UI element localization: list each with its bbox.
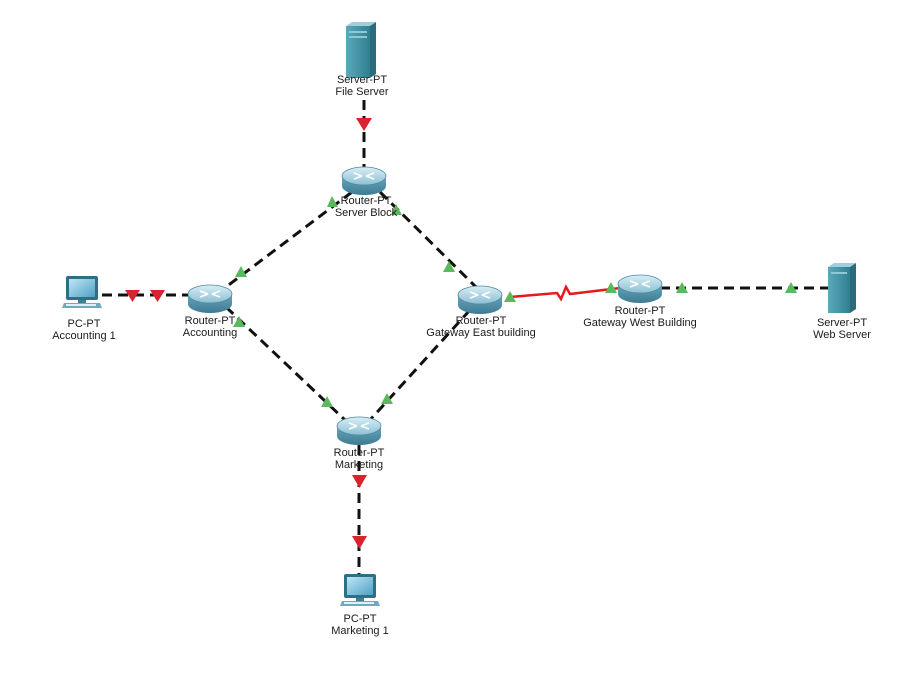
router-marketing-label: Router-PT Marketing (334, 447, 385, 471)
link-up-indicator (504, 291, 516, 302)
link-down-indicator (352, 475, 367, 488)
router-marketing-node[interactable] (336, 416, 382, 445)
router-icon (617, 274, 663, 303)
device-name: File Server (335, 86, 389, 98)
link-up-indicator (605, 282, 617, 293)
router-gateway-east-node[interactable] (457, 285, 503, 314)
router-gateway-east-label: Router-PT Gateway East building (426, 315, 535, 339)
router-gateway-west-label: Router-PT Gateway West Building (583, 305, 697, 329)
device-name: Gateway East building (426, 327, 536, 339)
router-server-block-node[interactable] (341, 166, 387, 195)
router-accounting-node[interactable] (187, 284, 233, 313)
server-icon (346, 22, 376, 78)
link-down-indicator (150, 290, 165, 302)
pc-accounting-node[interactable] (62, 276, 102, 308)
router-icon (187, 284, 233, 313)
device-type: Router-PT (614, 305, 666, 317)
pc-marketing-label: PC-PT Marketing 1 (331, 613, 388, 637)
link-up-indicator (233, 316, 245, 327)
link-serial-east-west[interactable] (509, 284, 621, 302)
links-layer (102, 100, 830, 578)
router-icon (341, 166, 387, 195)
link-down-indicator (356, 118, 372, 131)
device-type: Router-PT (455, 315, 507, 327)
link-up-indicator (381, 393, 393, 404)
device-name: Accounting 1 (52, 330, 116, 342)
router-icon (457, 285, 503, 314)
device-name: Marketing (334, 459, 384, 471)
pc-accounting-label: PC-PT Accounting 1 (52, 318, 116, 342)
link-up-indicator (321, 396, 333, 407)
web-server-label: Server-PT Web Server (813, 317, 871, 341)
link-up-indicator (235, 266, 247, 277)
link-up-indicator (676, 282, 688, 293)
device-type: Server-PT (336, 74, 388, 86)
link-up-indicator (391, 204, 402, 215)
device-type: Router-PT (184, 315, 236, 327)
device-name: Server Block (334, 207, 398, 219)
web-server-node[interactable] (828, 263, 856, 313)
device-name: Accounting (182, 327, 238, 339)
link-up-indicator (443, 261, 455, 272)
link-up-indicator (785, 282, 797, 293)
pc-icon (340, 574, 380, 606)
server-icon (828, 263, 856, 313)
router-server-block-label: Router-PT Server Block (335, 195, 397, 219)
router-icon (336, 416, 382, 445)
pc-icon (62, 276, 102, 308)
router-gateway-west-node[interactable] (617, 274, 663, 303)
link-up-indicator (327, 196, 338, 207)
device-type: Server-PT (816, 317, 868, 329)
device-name: Web Server (813, 329, 871, 341)
device-type: Router-PT (333, 447, 385, 459)
device-name: Gateway West Building (583, 317, 697, 329)
link-gatewayeast-marketing[interactable] (368, 308, 472, 422)
pc-marketing-node[interactable] (340, 574, 380, 606)
device-type: Router-PT (340, 195, 392, 207)
link-down-indicator (352, 536, 367, 549)
link-down-indicator (125, 290, 140, 302)
file-server-node[interactable] (346, 22, 376, 78)
router-accounting-label: Router-PT Accounting (183, 315, 237, 339)
file-server-label: Server-PT File Server (335, 74, 388, 98)
link-status-layer (125, 118, 797, 549)
device-name: Marketing 1 (331, 625, 389, 637)
device-type: PC-PT (67, 318, 101, 330)
device-type: PC-PT (343, 613, 377, 625)
